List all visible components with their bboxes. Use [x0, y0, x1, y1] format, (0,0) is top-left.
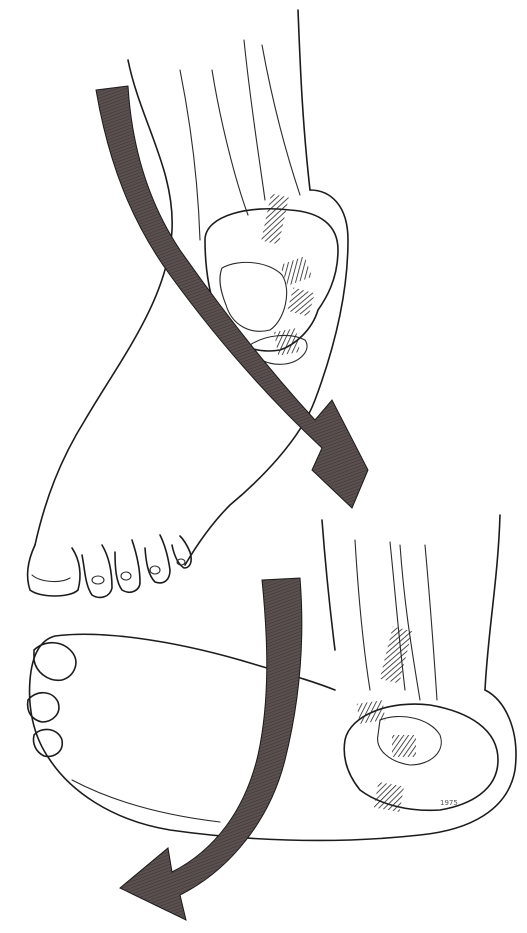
toe-1-nail — [32, 575, 70, 582]
leg-outline-right — [298, 10, 310, 190]
tibia-line-right — [212, 70, 248, 215]
toe-3-nail — [121, 572, 131, 580]
lower-toe-2 — [28, 693, 59, 722]
lower-foot-drawing: 1975 — [28, 515, 516, 920]
artist-signature: 1975 — [440, 799, 458, 807]
lower-fibula-line-right — [425, 545, 437, 700]
lower-ligament-hatch-4 — [374, 782, 404, 812]
ligament-hatch-4 — [274, 328, 300, 355]
ligament-hatch-3 — [287, 288, 314, 317]
toe-2-nail — [92, 576, 104, 584]
lower-leg-outline-right — [485, 515, 500, 690]
fibula-line-left — [244, 40, 265, 200]
rotation-arrow-lower — [120, 578, 302, 920]
toe-3 — [115, 540, 140, 592]
rotation-arrow-upper — [96, 86, 368, 508]
upper-foot-drawing — [28, 10, 368, 597]
toe-2 — [82, 545, 112, 597]
fibula-line-right — [262, 45, 300, 195]
lower-ligament-hatch-3 — [392, 735, 416, 757]
ligament-hatch-1 — [261, 194, 289, 245]
toe-1 — [28, 545, 80, 596]
toe-4 — [145, 535, 170, 583]
tibia-line-left — [180, 70, 200, 240]
lower-ligament-hatch-1 — [380, 626, 412, 683]
leg-outline-left — [35, 60, 172, 545]
toe-5 — [172, 536, 191, 568]
foot-sole-line — [72, 780, 220, 822]
lower-leg-outline-left — [322, 520, 335, 650]
lower-ligament-hatch-2 — [357, 700, 386, 723]
lower-big-toe — [34, 643, 76, 681]
lower-tibia-line-left — [355, 540, 370, 690]
toe-4-nail — [150, 566, 160, 574]
lower-toe-3 — [33, 729, 62, 756]
